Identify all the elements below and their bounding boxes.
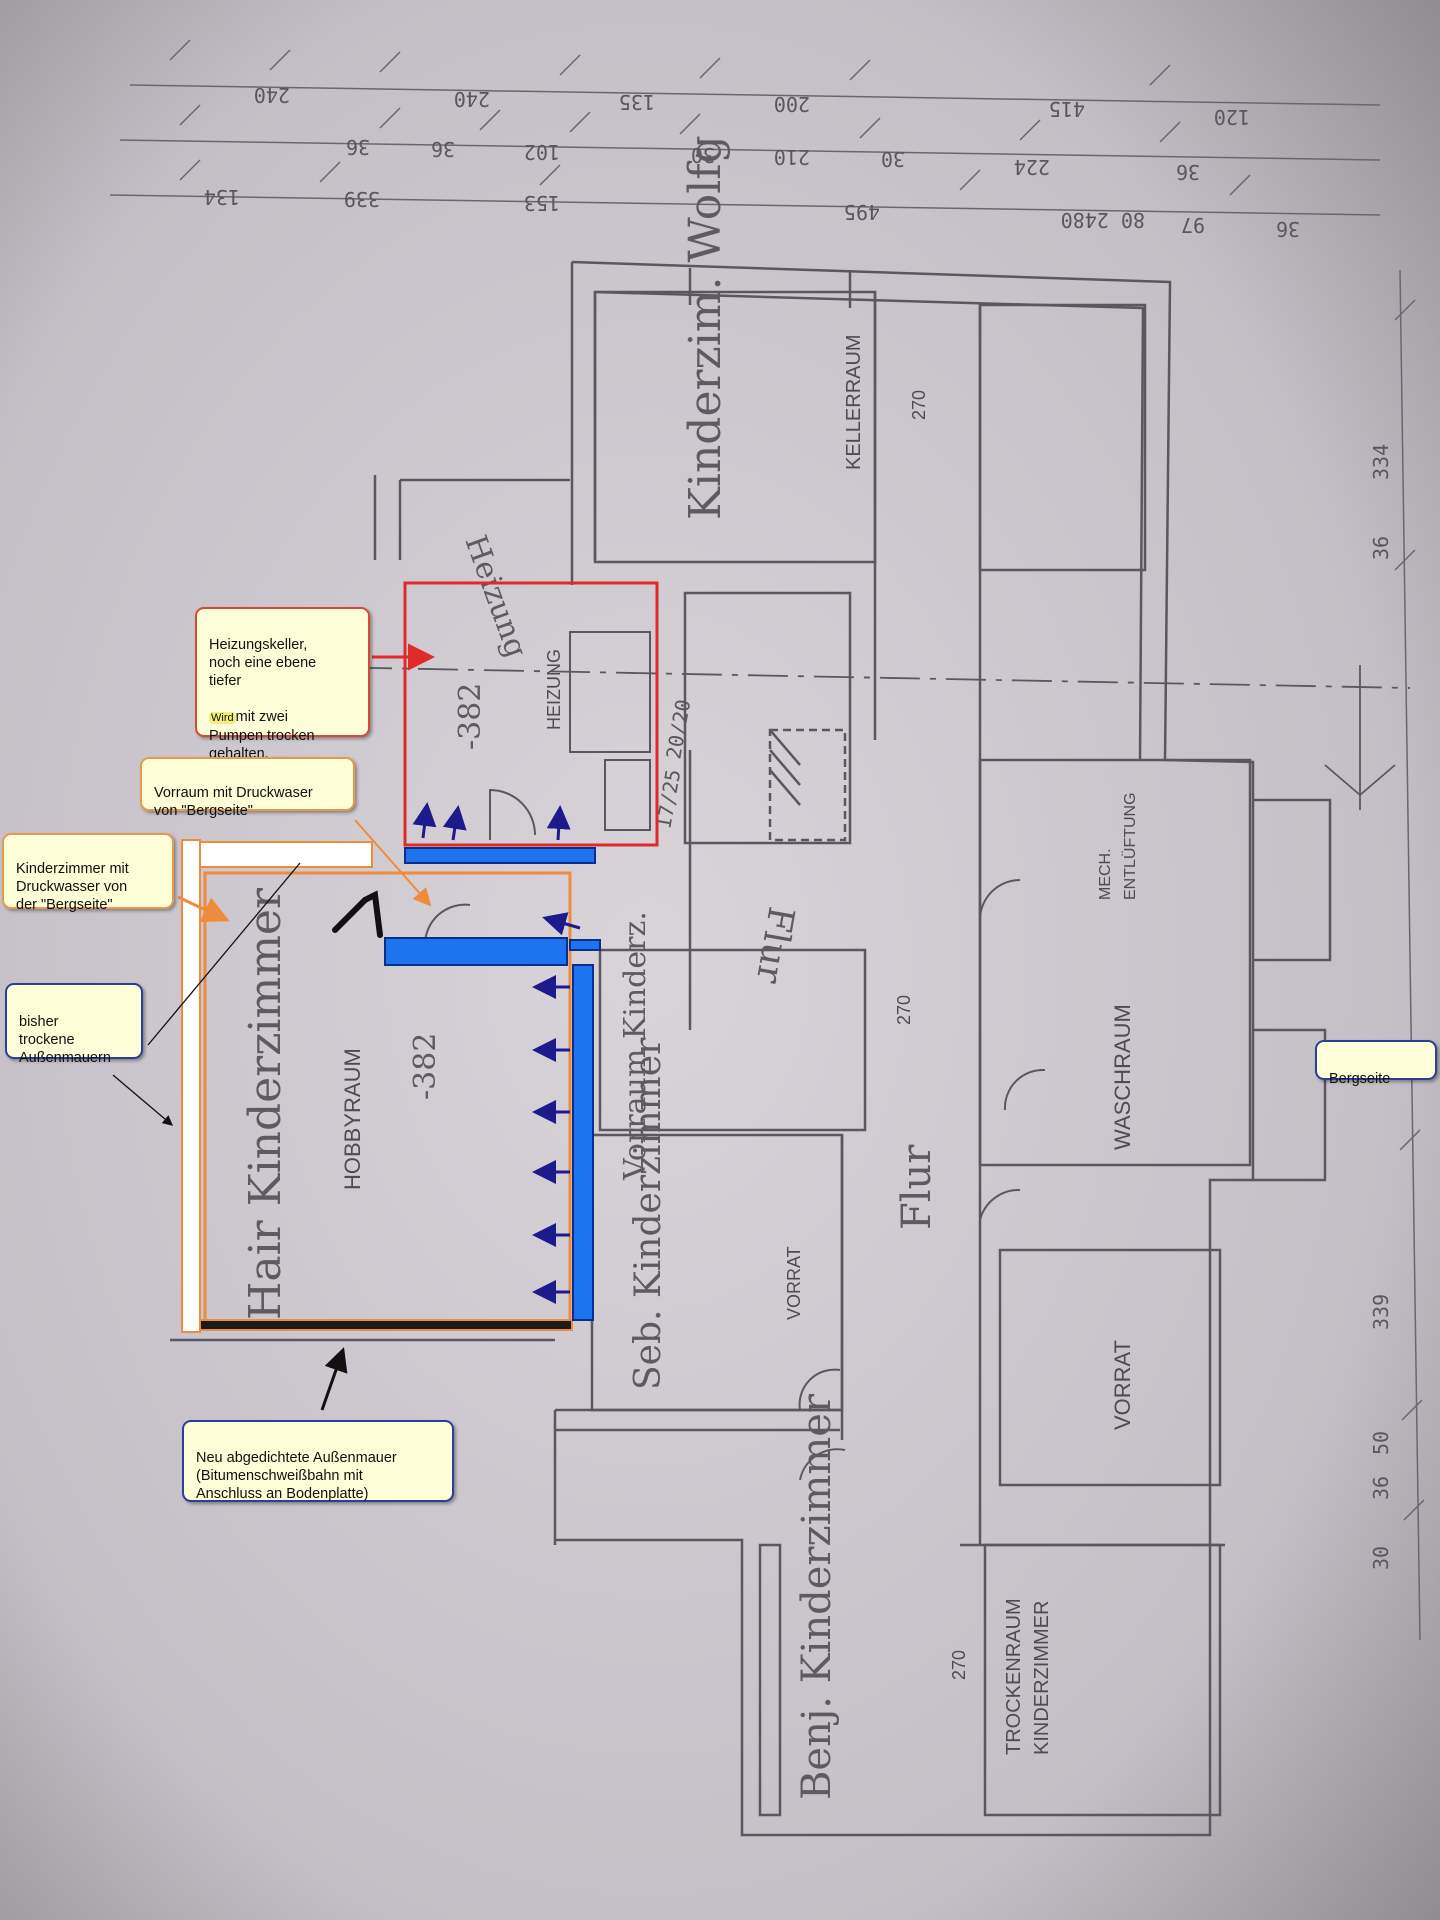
pressure-arrows bbox=[412, 802, 581, 1304]
callout-vorraum: Vorraum mit Druckwaser von "Bergseite" bbox=[140, 757, 355, 819]
heizung-level: -382 bbox=[453, 683, 488, 750]
dim-label: 153 bbox=[524, 191, 560, 215]
callout-heizungskeller: Heizungskeller, noch eine ebene tiefer W… bbox=[195, 607, 370, 762]
callout-connectors bbox=[112, 643, 435, 1411]
vorraum-level: 270 bbox=[894, 995, 914, 1025]
room-hobbyraum: HOBBYRAUM bbox=[340, 1048, 365, 1190]
dim-label: 36 bbox=[431, 137, 455, 161]
dim-label: 50 bbox=[1369, 1431, 1393, 1455]
dry-wall-left bbox=[181, 839, 201, 1333]
dimension-labels-row1: 240 240 135 200 415 120 bbox=[254, 83, 1250, 129]
right-dimension-line bbox=[1394, 269, 1425, 1641]
callout-heizungskeller-word: Wird bbox=[209, 712, 236, 724]
room-vorrat-big: VORRAT bbox=[1110, 1340, 1135, 1430]
room-kellerraum: KELLERRAUM bbox=[843, 334, 865, 470]
dim-label: 495 bbox=[844, 200, 880, 224]
callout-vorraum-text: Vorraum mit Druckwaser von "Bergseite" bbox=[154, 785, 313, 819]
callout-kinderzimmer-text: Kinderzimmer mit Druckwasser von der "Be… bbox=[16, 861, 129, 913]
dry-wall-top bbox=[199, 841, 373, 868]
hobbyraum-level: -382 bbox=[408, 1033, 443, 1100]
callout-bergseite-text: Bergseite bbox=[1329, 1071, 1391, 1087]
dim-label: 30 bbox=[881, 147, 905, 171]
room-trockenraum-sub: KINDERZIMMER bbox=[1031, 1601, 1053, 1755]
dim-label: 135 bbox=[619, 90, 655, 114]
dimension-labels-right: 334 36 339 50 36 30 bbox=[1369, 444, 1393, 1570]
building-walls bbox=[170, 260, 1332, 1837]
dim-label: 240 bbox=[454, 87, 490, 111]
trockenraum-level: 270 bbox=[949, 1650, 969, 1680]
dim-label: 30 bbox=[1369, 1546, 1393, 1570]
callout-bisher-trocken-text: bisher trockene Außenmauern bbox=[19, 1014, 111, 1066]
room-heizung-print: HEIZUNG bbox=[544, 649, 564, 730]
dim-label: 102 bbox=[524, 140, 560, 164]
callout-bergseite: Bergseite bbox=[1315, 1040, 1437, 1087]
dim-label: 36 bbox=[346, 135, 370, 159]
dim-label: 334 bbox=[1369, 444, 1393, 480]
callout-kinderzimmer: Kinderzimmer mit Druckwasser von der "Be… bbox=[2, 833, 174, 913]
callout-neu-abgedichtet: Neu abgedichtete Außenmauer (Bitumenschw… bbox=[182, 1420, 454, 1502]
top-dimension-lines bbox=[109, 39, 1381, 216]
sealed-wall-bottom bbox=[199, 1319, 573, 1331]
callout-neu-abgedichtet-text: Neu abgedichtete Außenmauer (Bitumenschw… bbox=[196, 1450, 397, 1502]
room-seb-kinderzimmer: Seb. Kinderzimmer bbox=[628, 1037, 669, 1390]
dim-label: 200 bbox=[774, 92, 810, 116]
room-vorraum-kinderz: Vorraum Kinderz. bbox=[618, 911, 653, 1181]
dim-label: 134 bbox=[204, 185, 240, 209]
heizungskeller-frame bbox=[403, 581, 659, 847]
dim-label: 36 bbox=[1276, 217, 1300, 241]
dim-label: 36 bbox=[1369, 536, 1393, 560]
dim-label: 339 bbox=[1369, 1294, 1393, 1330]
room-trockenraum: TROCKENRAUM bbox=[1003, 1598, 1025, 1755]
dimension-labels-row3: 134 339 153 495 80 2480 97 36 bbox=[204, 185, 1300, 241]
room-kellerraum-level: 270 bbox=[909, 390, 929, 420]
dim-label: 224 bbox=[1014, 155, 1050, 179]
dim-label: 240 bbox=[254, 83, 290, 107]
dim-label: 36 bbox=[1176, 160, 1200, 184]
dim-label: 339 bbox=[344, 187, 380, 211]
entry-mark bbox=[332, 890, 383, 938]
room-waschraum: WASCHRAUM bbox=[1110, 1004, 1135, 1150]
dim-label: 97 bbox=[1181, 213, 1205, 237]
room-flur-lower: Flur bbox=[894, 1144, 940, 1230]
pressure-water-walls bbox=[384, 847, 601, 1321]
dim-label: 415 bbox=[1049, 97, 1085, 121]
room-kinderzimmer-wolfg: Kinderzim. Wolfg bbox=[680, 135, 731, 520]
dim-label: 210 bbox=[774, 145, 810, 169]
room-benj-kinderzimmer: Benj. Kinderzimmer bbox=[794, 1393, 840, 1800]
dim-label: 80 2480 bbox=[1061, 208, 1145, 232]
dim-label: 120 bbox=[1214, 105, 1250, 129]
room-hobby-hand: Hair Kinderzimmer bbox=[240, 887, 291, 1320]
callout-heizungskeller-line1: Heizungskeller, noch eine ebene tiefer bbox=[209, 637, 317, 689]
room-labels: Kinderzim. Wolfg KELLERRAUM 270 Heizung … bbox=[240, 135, 1139, 1800]
dim-label: 36 bbox=[1369, 1476, 1393, 1500]
room-entlueftung: ENTLÜFTUNG bbox=[1121, 792, 1139, 900]
heizung-boiler bbox=[569, 631, 651, 753]
heizung-pump-box bbox=[604, 759, 651, 831]
room-vorrat-small: VORRAT bbox=[784, 1246, 804, 1320]
dim-label: 30 bbox=[691, 143, 715, 167]
dimension-labels-row2: 36 36 102 30 210 30 224 36 bbox=[346, 135, 1200, 184]
callout-bisher-trocken: bisher trockene Außenmauern bbox=[5, 983, 143, 1066]
room-mech: MECH. bbox=[1097, 848, 1114, 900]
